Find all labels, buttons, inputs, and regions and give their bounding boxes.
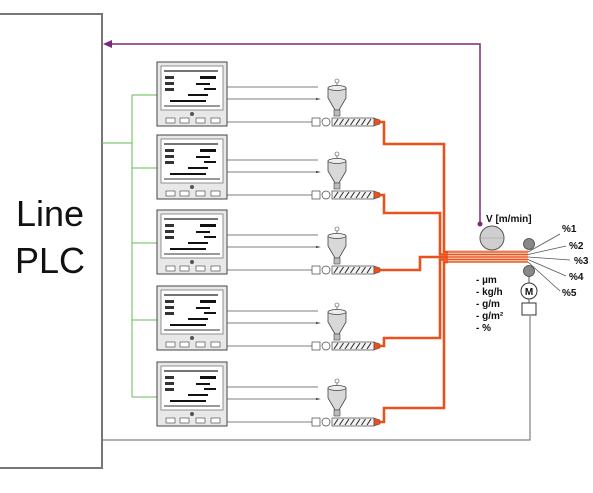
line-plc-box: Line PLC	[0, 13, 103, 469]
extruder-row-5	[156, 361, 381, 427]
layer-label-2: %2	[569, 241, 584, 252]
layer-label-1: %1	[562, 224, 577, 235]
melt-line-4	[380, 258, 448, 348]
extruder-3	[311, 265, 381, 275]
extruder-5	[311, 417, 381, 427]
unit-weight-per-length: - g/m	[476, 299, 500, 310]
speed-sensor-roller: V [m/min]	[479, 214, 532, 251]
layer-label-3: %3	[574, 256, 589, 267]
controller-panel-4	[156, 285, 228, 351]
hopper-3	[327, 226, 347, 265]
hopper-4	[327, 302, 347, 341]
melt-lines	[380, 120, 448, 424]
measurement-units: - µm - kg/h - g/m - g/m² - %	[476, 275, 504, 334]
extruder-row-4	[156, 285, 381, 351]
unit-weight-per-area: - g/m²	[476, 311, 504, 322]
layer-label-5: %5	[562, 288, 577, 299]
hopper-1	[327, 78, 347, 117]
controller-panel-3	[156, 209, 228, 275]
hopper-5	[327, 378, 347, 417]
motor-label: M	[525, 287, 533, 298]
speed-label: V [m/min]	[486, 214, 532, 225]
winder-return-wire	[102, 316, 531, 441]
plc-label-plc: PLC	[15, 240, 85, 281]
melt-line-5	[380, 260, 448, 424]
extruder-4	[311, 341, 381, 351]
unit-throughput: - kg/h	[476, 287, 503, 298]
extruder-row-3	[156, 209, 381, 275]
extruder-row-2	[156, 134, 381, 200]
signal-bus	[102, 94, 157, 398]
extruder-2	[311, 190, 381, 200]
layer-label-4: %4	[569, 272, 584, 283]
controller-panel-1	[156, 61, 228, 127]
plc-label-line: Line	[16, 193, 84, 234]
hopper-2	[327, 151, 347, 190]
nip-rollers	[523, 238, 535, 277]
speed-feedback-line	[103, 40, 483, 227]
extruder-1	[311, 117, 381, 127]
unit-percent: - %	[476, 323, 491, 334]
unit-thickness: - µm	[476, 275, 497, 286]
melt-line-3	[380, 255, 448, 272]
extruder-row-1	[156, 61, 381, 127]
film-layers	[448, 250, 528, 263]
controller-panel-5	[156, 361, 228, 427]
winder-motor: M	[520, 276, 538, 316]
controller-panel-2	[156, 134, 228, 200]
layer-fan	[527, 233, 571, 292]
melt-line-1	[380, 120, 448, 254]
melt-line-2	[380, 193, 448, 256]
